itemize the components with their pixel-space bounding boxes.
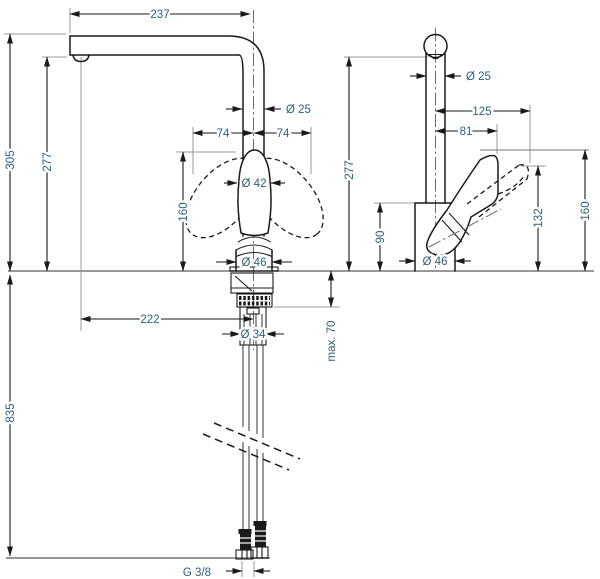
dim-label-hose-length: 835 bbox=[5, 403, 17, 422]
hose-guide bbox=[246, 307, 260, 315]
dim-handle-top-height-front: 160 bbox=[176, 151, 193, 272]
front-view: 237 305 277 Ø 25 74 74 Ø 42 bbox=[3, 7, 341, 579]
dim-swing-right: 74 bbox=[253, 126, 312, 143]
dim-label-body-diameter-side: Ø 46 bbox=[423, 256, 448, 268]
dim-label-handle-reach: 81 bbox=[460, 126, 473, 138]
dim-label-outlet-height-side: 277 bbox=[344, 160, 356, 179]
dim-label-handle-top-height-front: 160 bbox=[178, 202, 190, 221]
dim-label-body-diameter-front: Ø 46 bbox=[242, 257, 267, 269]
dim-label-handle-top-height-side: 160 bbox=[580, 201, 592, 220]
dim-label-connection-thread: G 3/8 bbox=[183, 567, 211, 579]
dim-label-shank-diameter: Ø 34 bbox=[241, 329, 267, 341]
dim-shank-diameter: Ø 34 bbox=[222, 327, 284, 344]
dim-handle-raised-height: 132 bbox=[531, 165, 548, 272]
handle-pivot-axis bbox=[428, 208, 502, 248]
dim-label-max-counter: max. 70 bbox=[326, 321, 338, 362]
dim-handle-raised-reach: 125 bbox=[435, 104, 531, 121]
dim-height-to-spout-top: 305 bbox=[3, 33, 20, 272]
dim-label-body-height: 90 bbox=[375, 231, 387, 244]
dim-label-outlet-to-axis: 222 bbox=[140, 314, 159, 326]
g38-connectors bbox=[235, 521, 269, 560]
handle-raised-position bbox=[466, 164, 530, 218]
dim-outlet-to-axis: 222 bbox=[80, 312, 254, 329]
dim-label-spout-diameter-front: Ø 25 bbox=[286, 104, 311, 116]
dim-max-counter-thickness: max. 70 bbox=[324, 270, 341, 364]
dim-spout-diameter-side: Ø 25 bbox=[410, 69, 493, 86]
dim-body-diameter-side: Ø 46 bbox=[399, 254, 471, 271]
dim-label-outlet-height: 277 bbox=[42, 152, 54, 171]
mounting-shank bbox=[239, 306, 267, 346]
break-marks bbox=[202, 422, 301, 471]
dim-label-height-total: 305 bbox=[5, 150, 17, 169]
dim-spout-diameter-front: Ø 25 bbox=[226, 102, 313, 119]
dim-height-to-outlet: 277 bbox=[40, 56, 57, 272]
dim-handle-top-height-side: 160 bbox=[578, 149, 595, 272]
dim-swing-left: 74 bbox=[192, 126, 254, 143]
dim-label-handle-diameter: Ø 42 bbox=[242, 178, 267, 190]
dim-label-spout-diameter-side: Ø 25 bbox=[466, 71, 491, 83]
dim-label-handle-raised-height: 132 bbox=[533, 208, 545, 227]
dim-height-to-outlet-side: 277 bbox=[342, 56, 359, 272]
stabilizer-plate-mark bbox=[234, 275, 253, 292]
dim-body-diameter-front: Ø 46 bbox=[216, 255, 292, 272]
aerator bbox=[72, 54, 90, 63]
dim-below-counter-length: 835 bbox=[3, 274, 20, 557]
dim-body-height: 90 bbox=[373, 202, 390, 272]
dim-label-swing-right: 74 bbox=[277, 128, 290, 140]
handle-side bbox=[425, 154, 530, 256]
mounting-hardware bbox=[230, 272, 274, 346]
dim-label-handle-raised-reach: 125 bbox=[472, 106, 491, 118]
dim-connection-thread: G 3/8 bbox=[180, 561, 270, 579]
spout-outline bbox=[69, 35, 265, 237]
dim-handle-diameter: Ø 42 bbox=[224, 176, 285, 193]
dim-label-spout-reach: 237 bbox=[150, 9, 169, 21]
handle-front bbox=[235, 149, 273, 258]
dim-spout-reach: 237 bbox=[69, 7, 251, 24]
side-view: Ø 25 125 81 277 90 Ø 46 132 160 bbox=[342, 28, 595, 272]
dim-label-swing-left: 74 bbox=[217, 128, 230, 140]
dim-handle-reach: 81 bbox=[435, 124, 498, 141]
supply-hoses bbox=[242, 314, 264, 530]
